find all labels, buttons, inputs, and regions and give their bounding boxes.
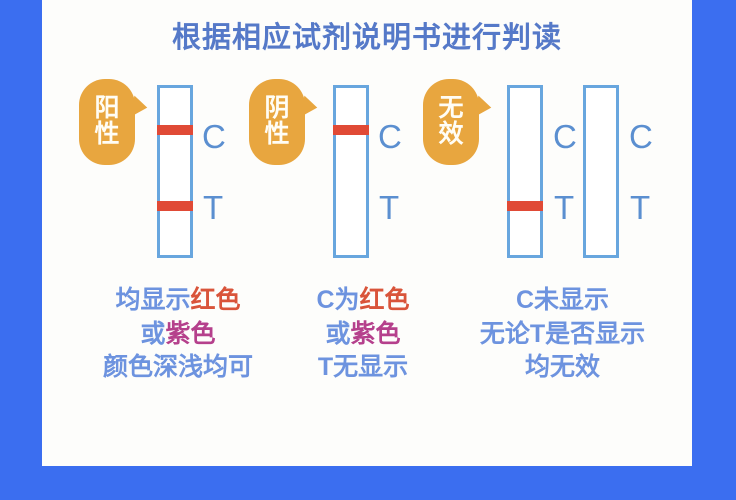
caption-negative: C为红色 或紫色 T无显示 <box>278 284 448 385</box>
strip-negative-label-t: T <box>379 189 400 226</box>
caption-negative-line2-b: 紫色 <box>350 319 401 348</box>
badge-negative-char2: 性 <box>264 120 290 148</box>
strip-invalid-b-label-t: T <box>630 189 651 226</box>
strip-positive-label-c: C <box>202 118 226 155</box>
caption-invalid-line2: 无论T是否显示 <box>479 319 646 348</box>
caption-positive-line2-a: 或 <box>140 319 166 348</box>
strip-positive <box>157 85 193 258</box>
page-title: 根据相应试剂说明书进行判读 <box>171 22 562 54</box>
caption-negative-line1-b: 红色 <box>359 286 410 314</box>
badge-negative-char1: 阴 <box>264 94 290 123</box>
caption-positive-line1-b: 红色 <box>190 286 241 314</box>
caption-negative-line2-a: 或 <box>325 319 351 348</box>
badge-invalid-char1: 无 <box>438 94 464 123</box>
caption-negative-line1-a: C为 <box>316 286 360 314</box>
caption-invalid-line3: 均无效 <box>524 353 600 381</box>
caption-invalid-line1: C未显示 <box>515 286 610 314</box>
caption-positive-line3: 颜色深浅均可 <box>102 353 253 381</box>
caption-invalid: C未显示 无论T是否显示 均无效 <box>445 284 680 385</box>
badge-positive: 阳 性 <box>79 79 135 165</box>
test-strip-diagram: 阳 性 C T 均显示红色 或紫色 颜色深浅均可 阴 性 C <box>42 0 692 466</box>
strip-positive-label-t: T <box>203 189 224 226</box>
caption-negative-line3: T无显示 <box>317 353 409 381</box>
caption-positive-line1-a: 均显示 <box>115 286 191 314</box>
strip-invalid-b-label-c: C <box>629 118 653 155</box>
caption-negative-line2: 或紫色 <box>278 318 448 352</box>
caption-positive-line2-b: 紫色 <box>165 319 216 348</box>
strip-invalid-a-band-t <box>507 201 543 211</box>
badge-negative: 阴 性 <box>249 79 305 165</box>
badge-positive-char1: 阳 <box>94 94 120 123</box>
badge-positive-char2: 性 <box>94 120 120 148</box>
caption-positive-line1: 均显示红色 <box>58 284 298 318</box>
caption-positive: 均显示红色 或紫色 颜色深浅均可 <box>58 284 298 385</box>
strip-invalid-a-label-c: C <box>553 118 577 155</box>
content-card: 根据相应试剂说明书进行判读 阳 性 C T 均显示红色 或紫色 颜色深浅均可 阴 <box>42 0 692 466</box>
strip-invalid-b <box>583 85 619 258</box>
caption-negative-line1: C为红色 <box>278 284 448 318</box>
strip-invalid-a-label-t: T <box>554 189 575 226</box>
caption-positive-line2: 或紫色 <box>58 318 298 352</box>
strip-positive-band-c <box>157 125 193 135</box>
badge-invalid: 无 效 <box>423 79 479 165</box>
strip-negative <box>333 85 369 258</box>
strip-invalid-a <box>507 85 543 258</box>
strip-negative-band-c <box>333 125 369 135</box>
strip-negative-label-c: C <box>378 118 402 155</box>
badge-invalid-char2: 效 <box>438 120 464 148</box>
strip-positive-band-t <box>157 201 193 211</box>
